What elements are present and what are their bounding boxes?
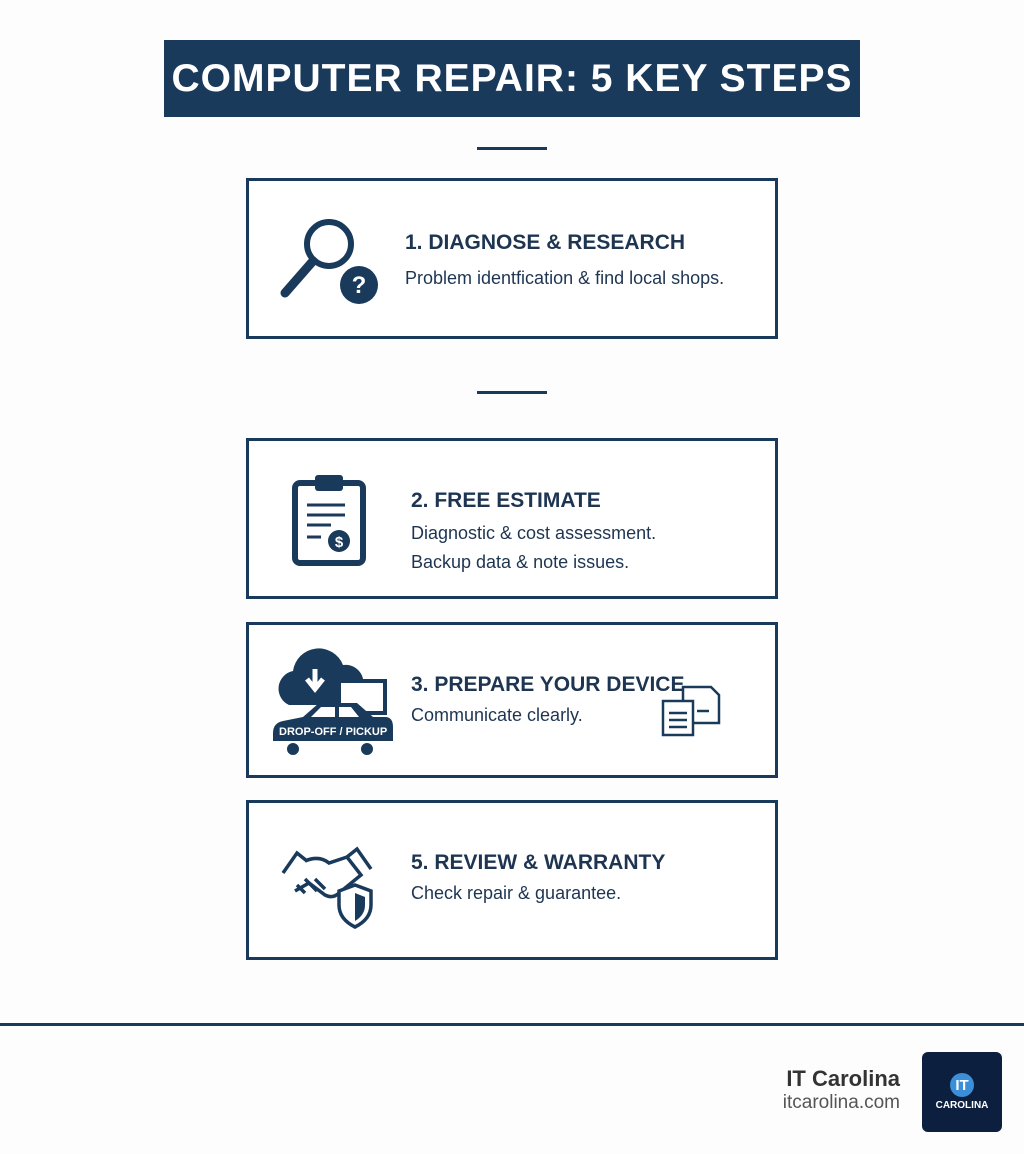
divider xyxy=(477,391,547,394)
divider xyxy=(477,147,547,150)
step-description: Check repair & guarantee. xyxy=(411,883,622,903)
step-heading: 1. DIAGNOSE & RESEARCH xyxy=(405,231,686,254)
step-card-3: DROP-OFF / PICKUP 3. PREPARE YOUR DEVICE… xyxy=(246,622,778,778)
step-description: Communicate clearly. xyxy=(411,705,583,725)
step-card-1: ? 1. DIAGNOSE & RESEARCH Problem identfi… xyxy=(246,178,778,339)
clipboard-dollar-icon: $ xyxy=(292,475,366,566)
magnifier-question-icon: ? xyxy=(280,219,378,304)
step-heading: 2. FREE ESTIMATE xyxy=(411,489,601,512)
brand-name: IT Carolina xyxy=(786,1066,900,1091)
dropoff-badge: DROP-OFF / PICKUP xyxy=(279,726,388,738)
logo-mark: IT xyxy=(950,1073,974,1097)
step-heading: 5. REVIEW & WARRANTY xyxy=(411,851,666,874)
svg-text:$: $ xyxy=(335,534,344,551)
documents-icon xyxy=(661,685,721,737)
footer-divider xyxy=(0,1023,1024,1026)
step-card-2: $ 2. FREE ESTIMATE Diagnostic & cost ass… xyxy=(246,438,778,599)
handshake-shield-icon xyxy=(281,846,373,929)
step-description: Diagnostic & cost assessment. xyxy=(411,523,657,543)
brand-logo: IT CAROLINA xyxy=(922,1052,1002,1132)
step-description: Problem identfication & find local shops… xyxy=(405,268,725,288)
step-card-4: 5. REVIEW & WARRANTY Check repair & guar… xyxy=(246,800,778,960)
page-title: COMPUTER REPAIR: 5 KEY STEPS xyxy=(164,40,860,117)
brand-block: IT Carolina itcarolina.com xyxy=(783,1066,900,1114)
svg-text:?: ? xyxy=(352,272,367,299)
cloud-car-computer-icon xyxy=(273,648,393,757)
logo-text: CAROLINA xyxy=(935,1100,989,1111)
step-description: Backup data & note issues. xyxy=(411,552,630,572)
step-heading: 3. PREPARE YOUR DEVICE xyxy=(411,673,685,696)
brand-url[interactable]: itcarolina.com xyxy=(782,1092,900,1113)
